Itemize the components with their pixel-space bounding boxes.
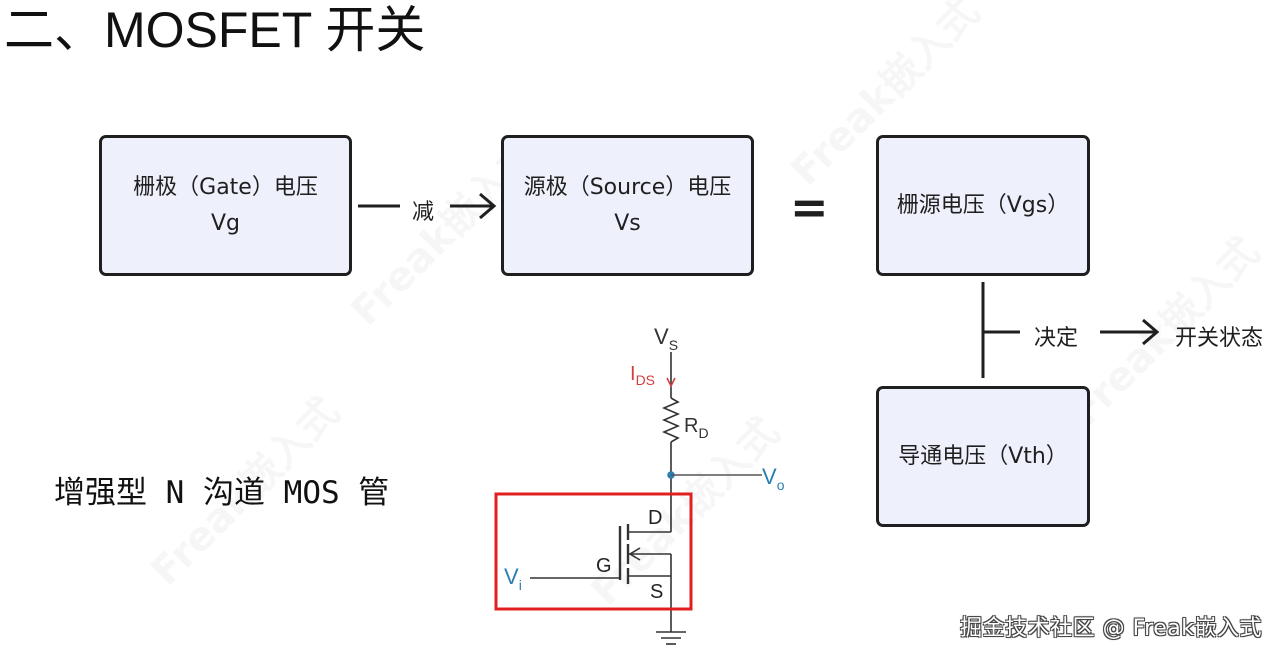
drain-label: D: [648, 507, 662, 529]
minus-label: 减: [412, 200, 435, 225]
threshold-voltage-box: 导通电压（Vth）: [876, 386, 1090, 527]
ids-label: IDS: [630, 363, 655, 388]
gate-voltage-label: 栅极（Gate）电压: [133, 174, 318, 200]
minus-connector: [358, 192, 497, 220]
decides-connector: [981, 282, 1160, 378]
decides-label: 决定: [1034, 326, 1079, 351]
rd-label: RD: [684, 415, 709, 441]
vo-label: Vo: [762, 464, 785, 493]
gate-source-voltage-box: 栅源电压（Vgs）: [876, 135, 1090, 276]
ground-icon: [656, 631, 686, 645]
resistor-icon: [661, 397, 681, 443]
switch-state-label: 开关状态: [1175, 326, 1264, 351]
source-voltage-box: 源极（Source）电压 Vs: [501, 135, 754, 276]
current-arrow-icon: [666, 377, 676, 388]
vs-label: VS: [654, 324, 678, 353]
gate-source-voltage-label: 栅源电压（Vgs）: [896, 192, 1070, 218]
gate-voltage-box: 栅极（Gate）电压 Vg: [99, 135, 352, 276]
mosfet-type-caption: 增强型 N 沟道 MOS 管: [54, 475, 390, 511]
source-voltage-label: 源极（Source）电压: [523, 174, 732, 200]
threshold-voltage-label: 导通电压（Vth）: [898, 443, 1068, 469]
source-voltage-symbol: Vs: [614, 210, 641, 236]
page-title: 二、MOSFET 开关: [4, 2, 426, 58]
source-credit: 掘金技术社区 @ Freak嵌入式: [960, 616, 1262, 641]
gate-voltage-symbol: Vg: [210, 210, 240, 236]
source-label: S: [650, 581, 663, 603]
mosfet-circuit: [530, 352, 762, 645]
mosfet-highlight-box: [494, 492, 693, 611]
vi-label: Vi: [504, 564, 522, 593]
equals-sign: =: [790, 180, 829, 234]
gate-label: G: [596, 555, 612, 577]
